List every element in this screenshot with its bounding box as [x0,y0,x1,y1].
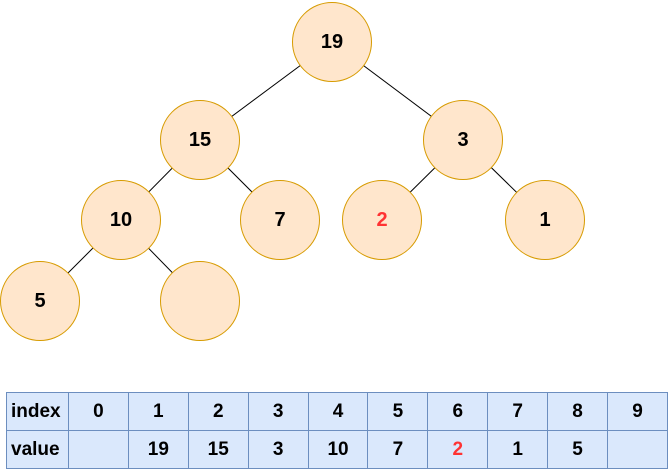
value-cell-9 [607,430,668,469]
index-cell-4: 4 [307,392,369,431]
value-cell-6: 2 [427,430,489,469]
tree-node-2: 2 [342,180,422,260]
tree-node-empty [160,261,240,341]
index-cell-8: 8 [547,392,609,431]
tree-node-19: 19 [292,2,372,82]
index-cell-2: 2 [187,392,249,431]
value-cell-8: 5 [547,430,609,469]
index-cell-3: 3 [247,392,309,431]
value-cell-3: 3 [247,430,309,469]
value-cell-4: 10 [307,430,369,469]
tree-node-10: 10 [81,180,161,260]
value-cell-7: 1 [487,430,549,469]
tree-node-5: 5 [0,261,80,341]
tree-node-7: 7 [240,180,320,260]
index-cell-5: 5 [367,392,429,431]
tree-node-3: 3 [423,100,503,180]
index-cell-7: 7 [487,392,549,431]
index-cell-0: 0 [68,392,129,431]
value-cell-2: 15 [187,430,249,469]
row-header-index: index [6,392,69,431]
tree-node-15: 15 [160,100,240,180]
value-cell-5: 7 [367,430,429,469]
tree-node-1: 1 [505,180,585,260]
index-cell-6: 6 [427,392,489,431]
value-cell-0 [68,430,129,469]
index-cell-1: 1 [127,392,189,431]
row-header-value: value [6,430,69,469]
value-cell-1: 19 [127,430,189,469]
index-cell-9: 9 [607,392,668,431]
